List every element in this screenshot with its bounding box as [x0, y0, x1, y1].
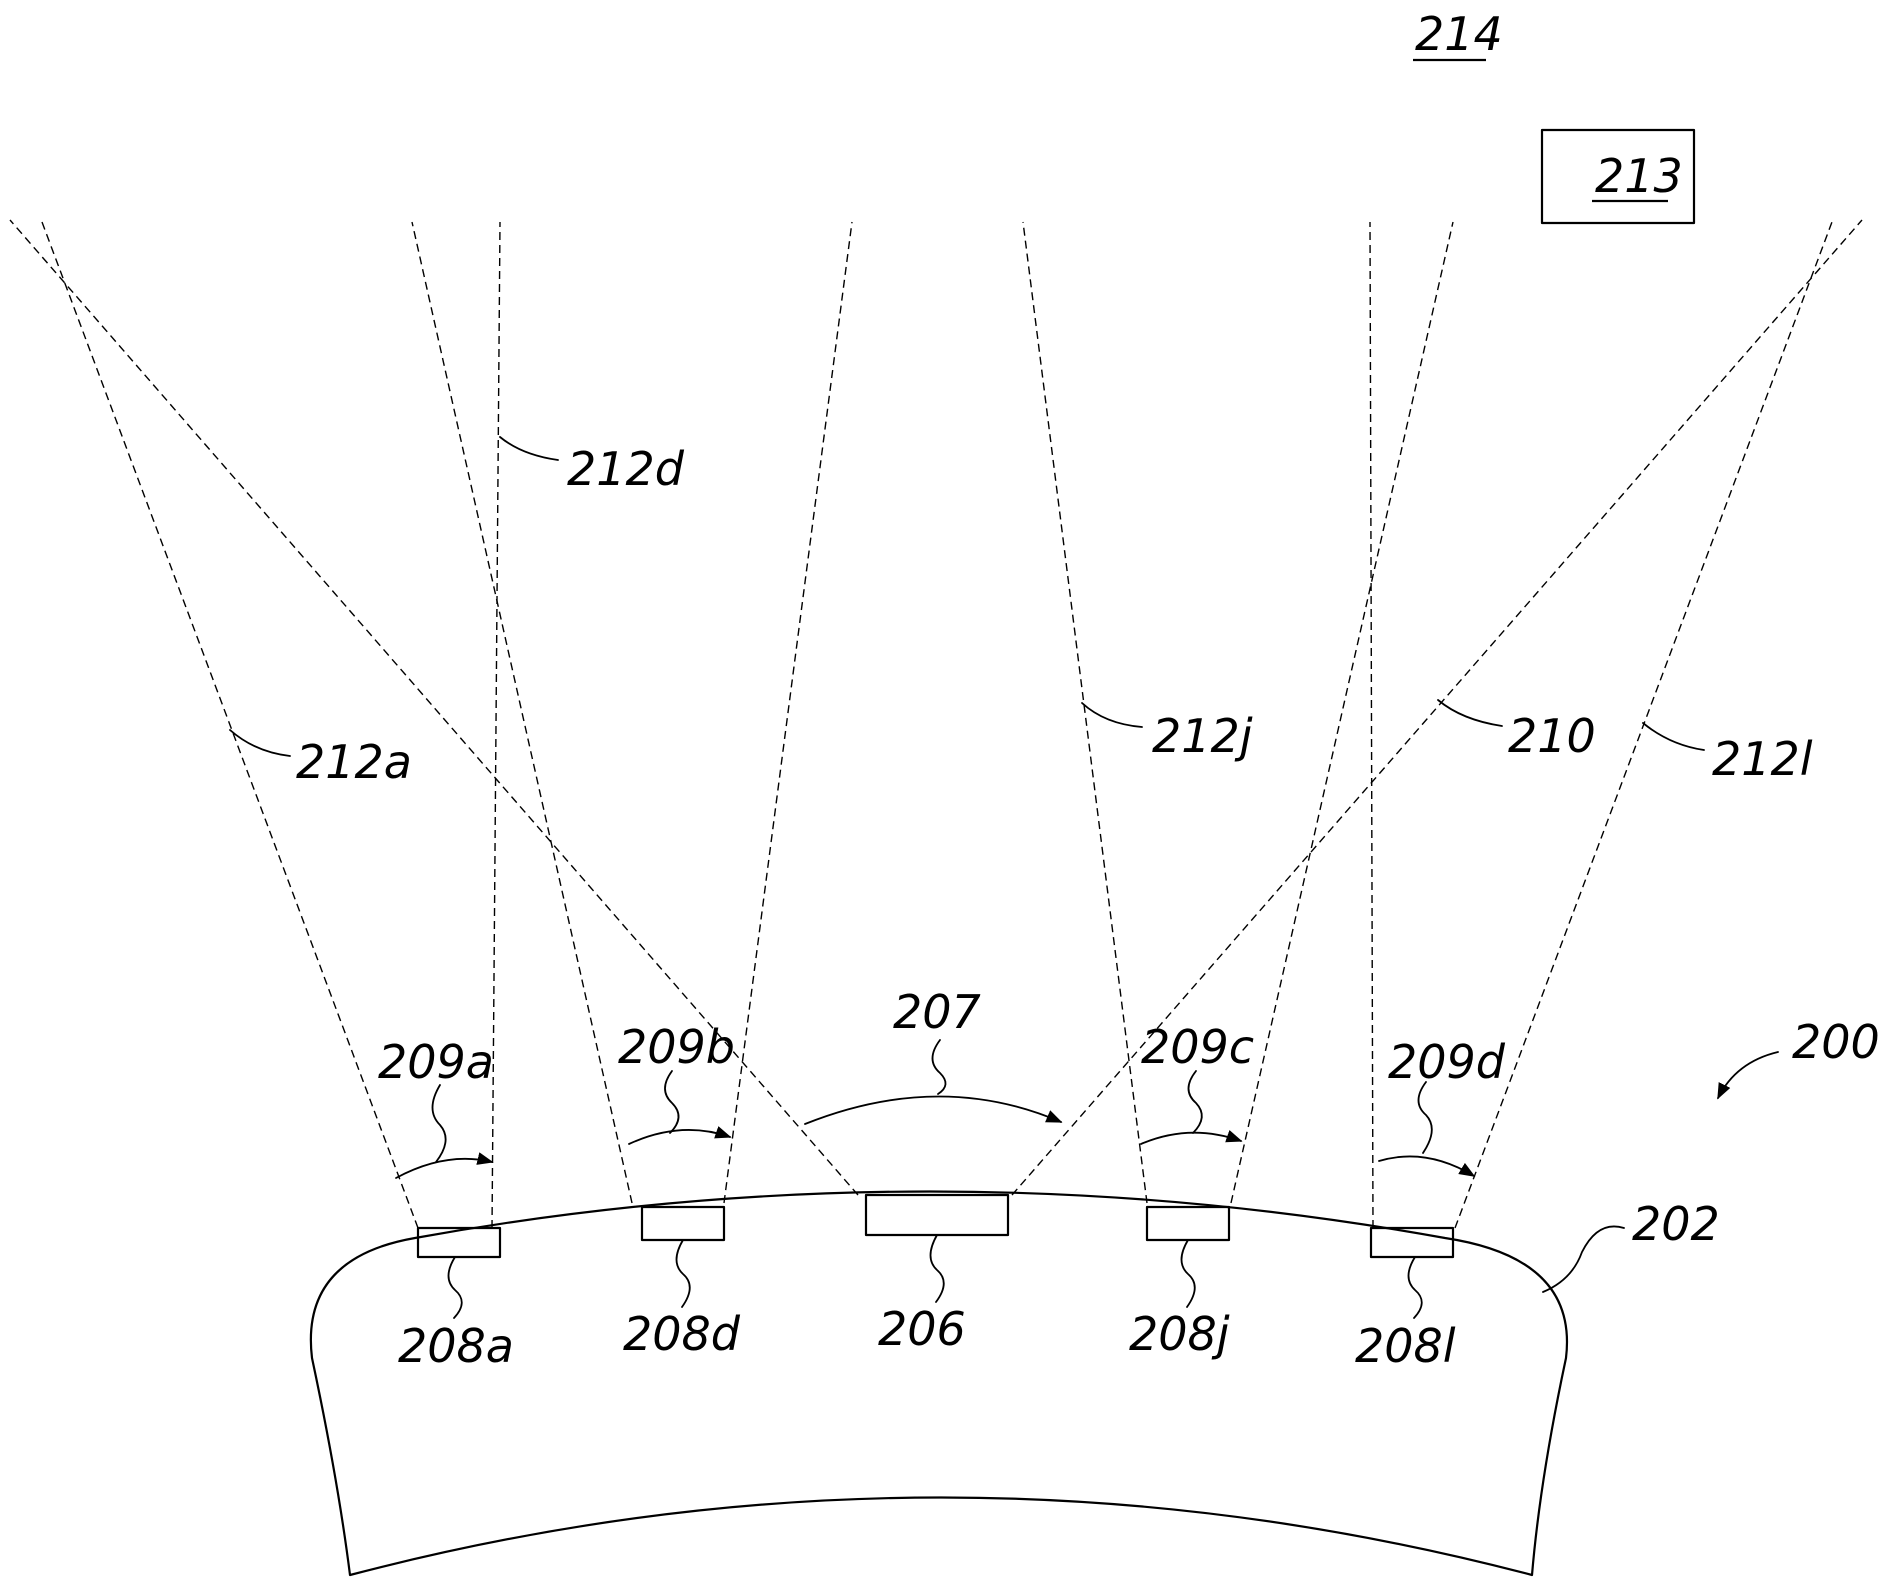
- fov-208l-left: [1369, 221, 1374, 1229]
- leader-212d: [499, 436, 559, 461]
- component-208a: [416, 1226, 502, 1259]
- leader-208j: [1180, 1239, 1196, 1308]
- label-208j: 208j: [1129, 1307, 1230, 1361]
- leader-202: [1542, 1225, 1625, 1293]
- component-208l: [1369, 1226, 1455, 1259]
- label-207: 207: [893, 985, 981, 1039]
- leader-209d: [1417, 1081, 1433, 1154]
- leader-210: [1437, 699, 1503, 727]
- fov-208a-right: [491, 221, 501, 1229]
- label-209d: 209d: [1388, 1035, 1506, 1089]
- angle-arc-209d: [1378, 1155, 1476, 1177]
- leader-212l: [1642, 722, 1705, 751]
- label-212j: 212j: [1152, 709, 1253, 763]
- fov-206-left: [9, 219, 859, 1196]
- label-208d: 208d: [623, 1307, 741, 1361]
- angle-arc-209b: [628, 1126, 732, 1145]
- label-200: 200: [1792, 1015, 1880, 1069]
- label-214: 214: [1415, 7, 1503, 61]
- angle-arc-209c: [1140, 1130, 1243, 1145]
- fov-208j-right: [1230, 221, 1454, 1204]
- leader-209a: [431, 1084, 447, 1163]
- label-209c: 209c: [1141, 1020, 1254, 1074]
- component-208j: [1145, 1205, 1231, 1242]
- leader-212j: [1081, 702, 1143, 728]
- fov-208d-left: [411, 221, 633, 1204]
- leader-207: [931, 1039, 947, 1095]
- label-212a: 212a: [296, 735, 412, 789]
- leader-208l: [1407, 1256, 1423, 1319]
- component-206: [864, 1193, 1010, 1237]
- angle-arc-207: [804, 1095, 1063, 1125]
- angle-arc-209a: [395, 1152, 494, 1179]
- fov-208a-left: [41, 221, 419, 1229]
- fov-208l-right: [1454, 221, 1833, 1229]
- box-213: [1540, 128, 1696, 225]
- label-208l: 208l: [1355, 1319, 1456, 1373]
- label-202: 202: [1632, 1197, 1720, 1251]
- leader-206: [929, 1234, 945, 1303]
- leader-208d: [675, 1239, 691, 1308]
- leader-209c: [1187, 1070, 1203, 1134]
- device-body: [309, 1190, 1569, 1577]
- label-210: 210: [1508, 709, 1596, 763]
- label-209b: 209b: [618, 1020, 735, 1074]
- leader-209b: [664, 1070, 680, 1134]
- fov-208d-right: [723, 221, 853, 1204]
- label-206: 206: [878, 1302, 966, 1356]
- leader-212a: [229, 729, 291, 757]
- fov-206-right: [1011, 219, 1863, 1196]
- leader-200[interactable]: [1717, 1051, 1779, 1100]
- field-of-view-lines: [9, 219, 1863, 1229]
- label-212d: 212d: [567, 442, 685, 496]
- label-208a: 208a: [398, 1319, 514, 1373]
- label-212l: 212l: [1712, 732, 1813, 786]
- component-208d: [640, 1205, 726, 1242]
- leader-208a: [447, 1256, 463, 1319]
- label-209a: 209a: [378, 1035, 494, 1089]
- fov-208j-left: [1022, 221, 1148, 1204]
- label-213: 213: [1595, 149, 1683, 203]
